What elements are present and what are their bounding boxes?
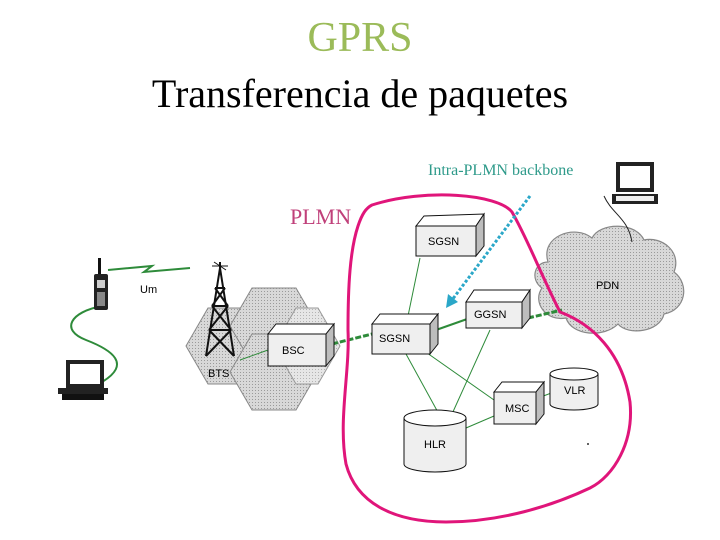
hlr-database [403,409,467,473]
link-sgsn-backbone-sgsn [407,257,421,317]
msc-node [492,380,546,426]
slide-subtitle: Transferencia de paquetes [151,71,569,116]
ggsn-label: GGSN [474,309,507,321]
network-links [239,257,563,429]
link-sgsn-msc [419,347,495,401]
mobile-laptop-cable [70,305,118,383]
link-bsc-sgsn [331,332,373,346]
pc-pdn-cable [603,195,633,243]
link-ggsn-hlr [451,329,491,415]
vlr-label: VLR [564,385,586,397]
laptop-icon [58,360,108,400]
plmn-label: PLMN [290,204,352,229]
sgsn-backbone-node [414,212,485,258]
dot-marker [587,443,589,445]
vlr-database [549,367,599,411]
sgsn-backbone-label: SGSN [428,236,460,248]
sgsn-label: SGSN [379,333,411,345]
link-ggsn-pdn [527,308,563,320]
link-sgsn-ggsn [435,317,471,331]
bts-label: BTS [208,368,230,380]
link-msc-hlr [465,415,495,429]
hlr-label: HLR [424,439,447,451]
plmn-boundary [341,193,633,524]
link-sgsn-hlr [405,353,441,417]
backbone-arrow [446,195,532,308]
radio-link-lightning [107,264,191,274]
pdn-label: PDN [596,280,620,292]
sgsn-node [370,312,440,356]
ggsn-node [465,288,531,330]
computer-icon [612,162,658,204]
link-bts-bsc [239,349,269,361]
backbone-label: Intra-PLMN backbone [428,162,574,179]
mobile-phone-icon [94,258,108,310]
slide-title: GPRS [307,15,413,61]
bsc-label: BSC [282,345,305,357]
bsc-node [266,322,336,368]
um-label: Um [140,284,158,296]
bts-tower-icon [205,261,235,357]
pdn-cloud [534,225,685,334]
msc-label: MSC [505,403,530,415]
